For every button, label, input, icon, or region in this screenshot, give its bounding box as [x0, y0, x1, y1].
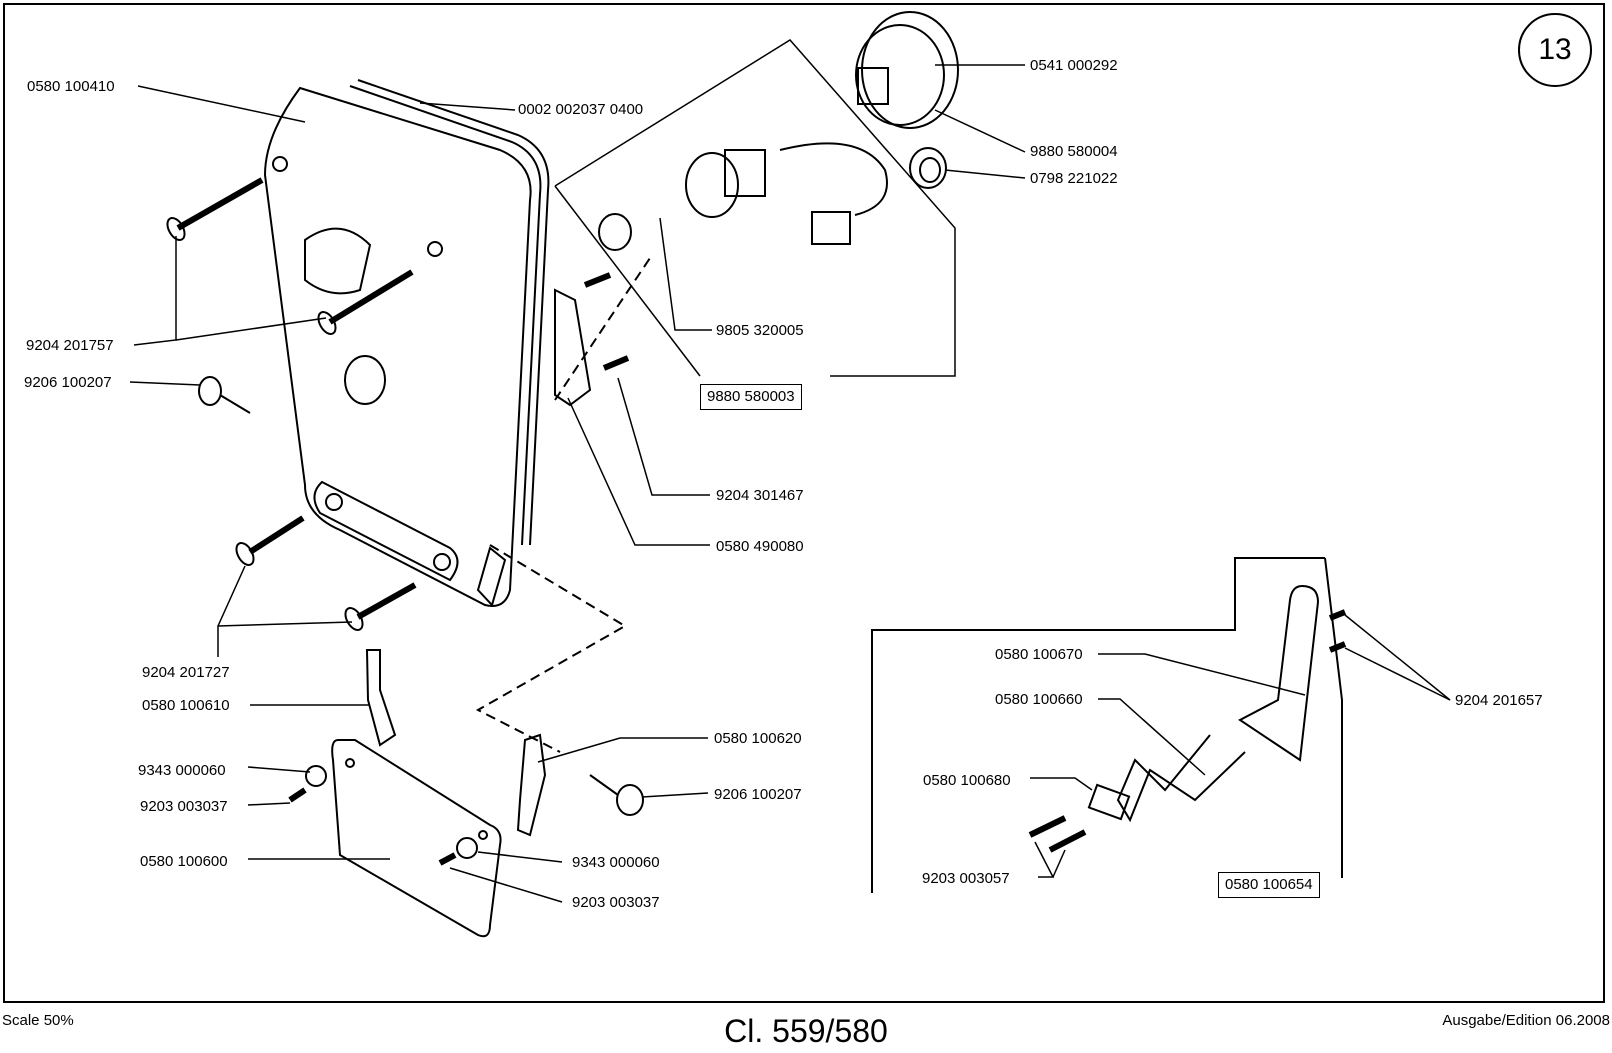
part-label: 9203 003037: [140, 798, 228, 815]
assembly-box-label: 9880 580003: [700, 384, 802, 410]
block-0580-100680: [1087, 783, 1131, 821]
bulb: [598, 213, 632, 251]
part-label: 9880 580004: [1030, 143, 1118, 160]
part-label: 9203 003057: [922, 870, 1010, 887]
cover-plate: [263, 86, 532, 607]
part-label: 9203 003037: [572, 894, 660, 911]
drawing-frame: [3, 3, 1605, 1003]
part-label: 0580 100410: [27, 78, 115, 95]
lamp-socket: [685, 152, 739, 218]
scale-note: Scale 50%: [2, 1012, 74, 1029]
model-title: Cl. 559/580: [724, 1013, 888, 1049]
lever-0580-100610: [365, 649, 397, 747]
part-label: 0580 100620: [714, 730, 802, 747]
part-label: 9204 301467: [716, 487, 804, 504]
part-label: 0798 221022: [1030, 170, 1118, 187]
part-label: 9206 100207: [24, 374, 112, 391]
gasket: [357, 79, 550, 546]
lamp-housing: [861, 11, 959, 129]
bracket-0580-100670: [1238, 584, 1320, 762]
part-label: 9343 000060: [572, 854, 660, 871]
part-label: 9204 201727: [142, 664, 230, 681]
page-number-circle: 13: [1518, 13, 1592, 87]
part-label: 0580 100670: [995, 646, 1083, 663]
lever-0580-100620: [516, 733, 547, 837]
part-label: 0580 100600: [140, 853, 228, 870]
bracket-490080: [554, 288, 592, 407]
part-label: 0580 490080: [716, 538, 804, 555]
screw-9204-201757-a: [176, 177, 264, 231]
part-label: 0580 100610: [142, 697, 230, 714]
edition-note: Ausgabe/Edition 06.2008: [1442, 1012, 1610, 1029]
part-label: 9343 000060: [138, 762, 226, 779]
plate-0580-100600: [331, 739, 502, 938]
wire-0580-100660: [1116, 734, 1246, 823]
part-label: 9206 100207: [714, 786, 802, 803]
part-label: 0002 002037 0400: [518, 101, 644, 118]
assembly-box-label: 0580 100654: [1218, 872, 1320, 898]
screw-9204-201727-b: [356, 582, 417, 620]
part-label: 9805 320005: [716, 322, 804, 339]
part-label: 9204 201757: [26, 337, 114, 354]
part-label: 0580 100660: [995, 691, 1083, 708]
part-label: 0541 000292: [1030, 57, 1118, 74]
grommet: [909, 147, 947, 189]
part-label: 9204 201657: [1455, 692, 1543, 709]
connector: [811, 211, 851, 245]
screw-9204-201727-a: [248, 515, 305, 555]
plug-9206-100207: [198, 376, 222, 406]
screw-9204-201757-b: [328, 269, 414, 325]
part-label: 0580 100680: [923, 772, 1011, 789]
